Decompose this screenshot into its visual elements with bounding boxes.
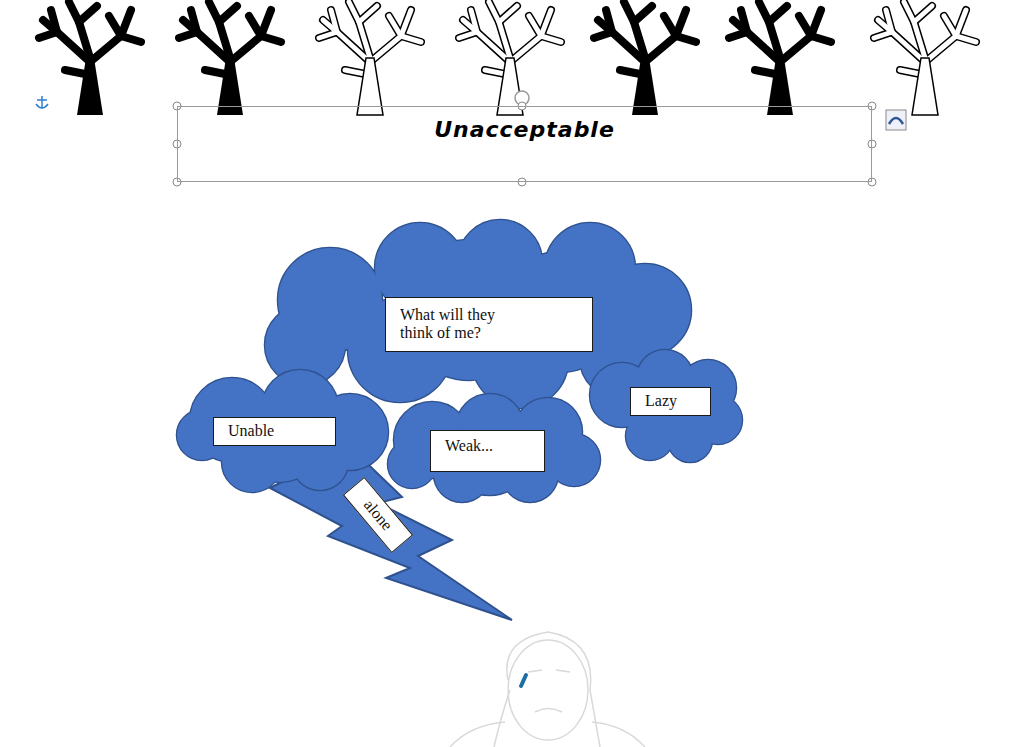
person-hair	[494, 690, 510, 747]
thought-box: Unable	[213, 417, 336, 446]
cloud-puff	[388, 440, 436, 488]
layout-icon	[886, 110, 906, 130]
tree-branch	[733, 20, 747, 32]
tree-branch-hollow	[499, 6, 517, 22]
tree-branch	[359, 6, 377, 22]
tree-branch-hollow	[541, 10, 551, 36]
tree-branch	[510, 36, 561, 62]
title-text: Unacceptable	[178, 107, 871, 142]
box-text: alone	[358, 493, 399, 537]
tree-trunk	[77, 58, 103, 115]
tree-branch	[249, 16, 261, 36]
tree-branch	[780, 36, 831, 62]
tree-branch	[79, 6, 97, 22]
tree-branch	[109, 16, 121, 36]
box-text: Unable	[228, 422, 321, 440]
tree-branch-hollow	[956, 10, 966, 36]
tree-branch	[634, 6, 652, 22]
tree-branch	[541, 10, 551, 36]
tree-branch	[43, 20, 57, 32]
cloud-puff-outline	[388, 440, 436, 488]
person-shoulders	[450, 722, 645, 747]
tree-branch-hollow	[389, 16, 401, 36]
tree-branch-hollow	[925, 36, 976, 62]
tree-branch	[944, 16, 956, 36]
box-text: Lazy	[645, 392, 696, 410]
tree-branch-hollow	[944, 16, 956, 36]
tree-branch	[925, 36, 976, 62]
person-head	[508, 640, 588, 740]
tree-branch-hollow	[904, 2, 925, 58]
tree-branch	[664, 16, 676, 36]
thought-box: Lazy	[630, 387, 711, 416]
anchor-marker	[521, 675, 526, 686]
thought-cloud	[590, 350, 742, 462]
dead-tree	[319, 2, 421, 115]
layout-icon-arch	[889, 118, 903, 124]
tree-branch	[389, 16, 401, 36]
box-text: What will they think of me?	[400, 306, 530, 342]
tree-branch	[598, 20, 612, 32]
tree-branch-hollow	[510, 36, 561, 62]
person-sketch	[450, 632, 645, 747]
thought-cloud	[388, 394, 600, 502]
tree-branch	[370, 36, 421, 62]
resize-handle	[868, 178, 876, 186]
resize-handle	[868, 140, 876, 148]
tree-branch	[90, 36, 141, 62]
tree-branch	[956, 10, 966, 36]
dead-tree	[874, 2, 976, 115]
tree-branch	[529, 16, 541, 36]
tree-branch	[219, 6, 237, 22]
box-text: Weak...	[445, 437, 530, 455]
tree-branch-hollow	[349, 2, 370, 58]
thought-box: Weak...	[430, 430, 545, 472]
tree-branch-hollow	[463, 20, 477, 32]
tree-branch	[799, 16, 811, 36]
dead-tree	[39, 2, 141, 115]
tree-branch-hollow	[323, 20, 337, 32]
dead-tree	[594, 2, 696, 115]
tree-branch-hollow	[529, 16, 541, 36]
tree-branch-hollow	[878, 20, 892, 32]
tree-branch-hollow	[489, 2, 510, 58]
dead-tree	[729, 2, 831, 115]
thought-box: What will they think of me?	[385, 297, 593, 352]
person-hair	[507, 632, 600, 747]
tree-branch	[769, 6, 787, 22]
tree-branch-hollow	[370, 36, 421, 62]
tree-branch-hollow	[359, 6, 377, 22]
thought-cloud	[177, 370, 388, 492]
resize-handle	[518, 178, 526, 186]
tree-branch	[914, 6, 932, 22]
dead-tree	[179, 2, 281, 115]
anchor-icon	[36, 96, 48, 108]
tree-trunk	[912, 58, 938, 115]
tree-branch-hollow	[914, 6, 932, 22]
tree-branch	[499, 6, 517, 22]
tree-branch	[401, 10, 411, 36]
tree-branch	[230, 36, 281, 62]
dead-tree	[459, 2, 561, 115]
title-box: Unacceptable	[177, 106, 872, 182]
tree-branch	[183, 20, 197, 32]
person-face	[528, 670, 570, 712]
tree-branch-hollow	[401, 10, 411, 36]
tree-row	[39, 2, 976, 115]
tree-branch	[645, 36, 696, 62]
bolt-label-box: alone	[343, 477, 413, 553]
